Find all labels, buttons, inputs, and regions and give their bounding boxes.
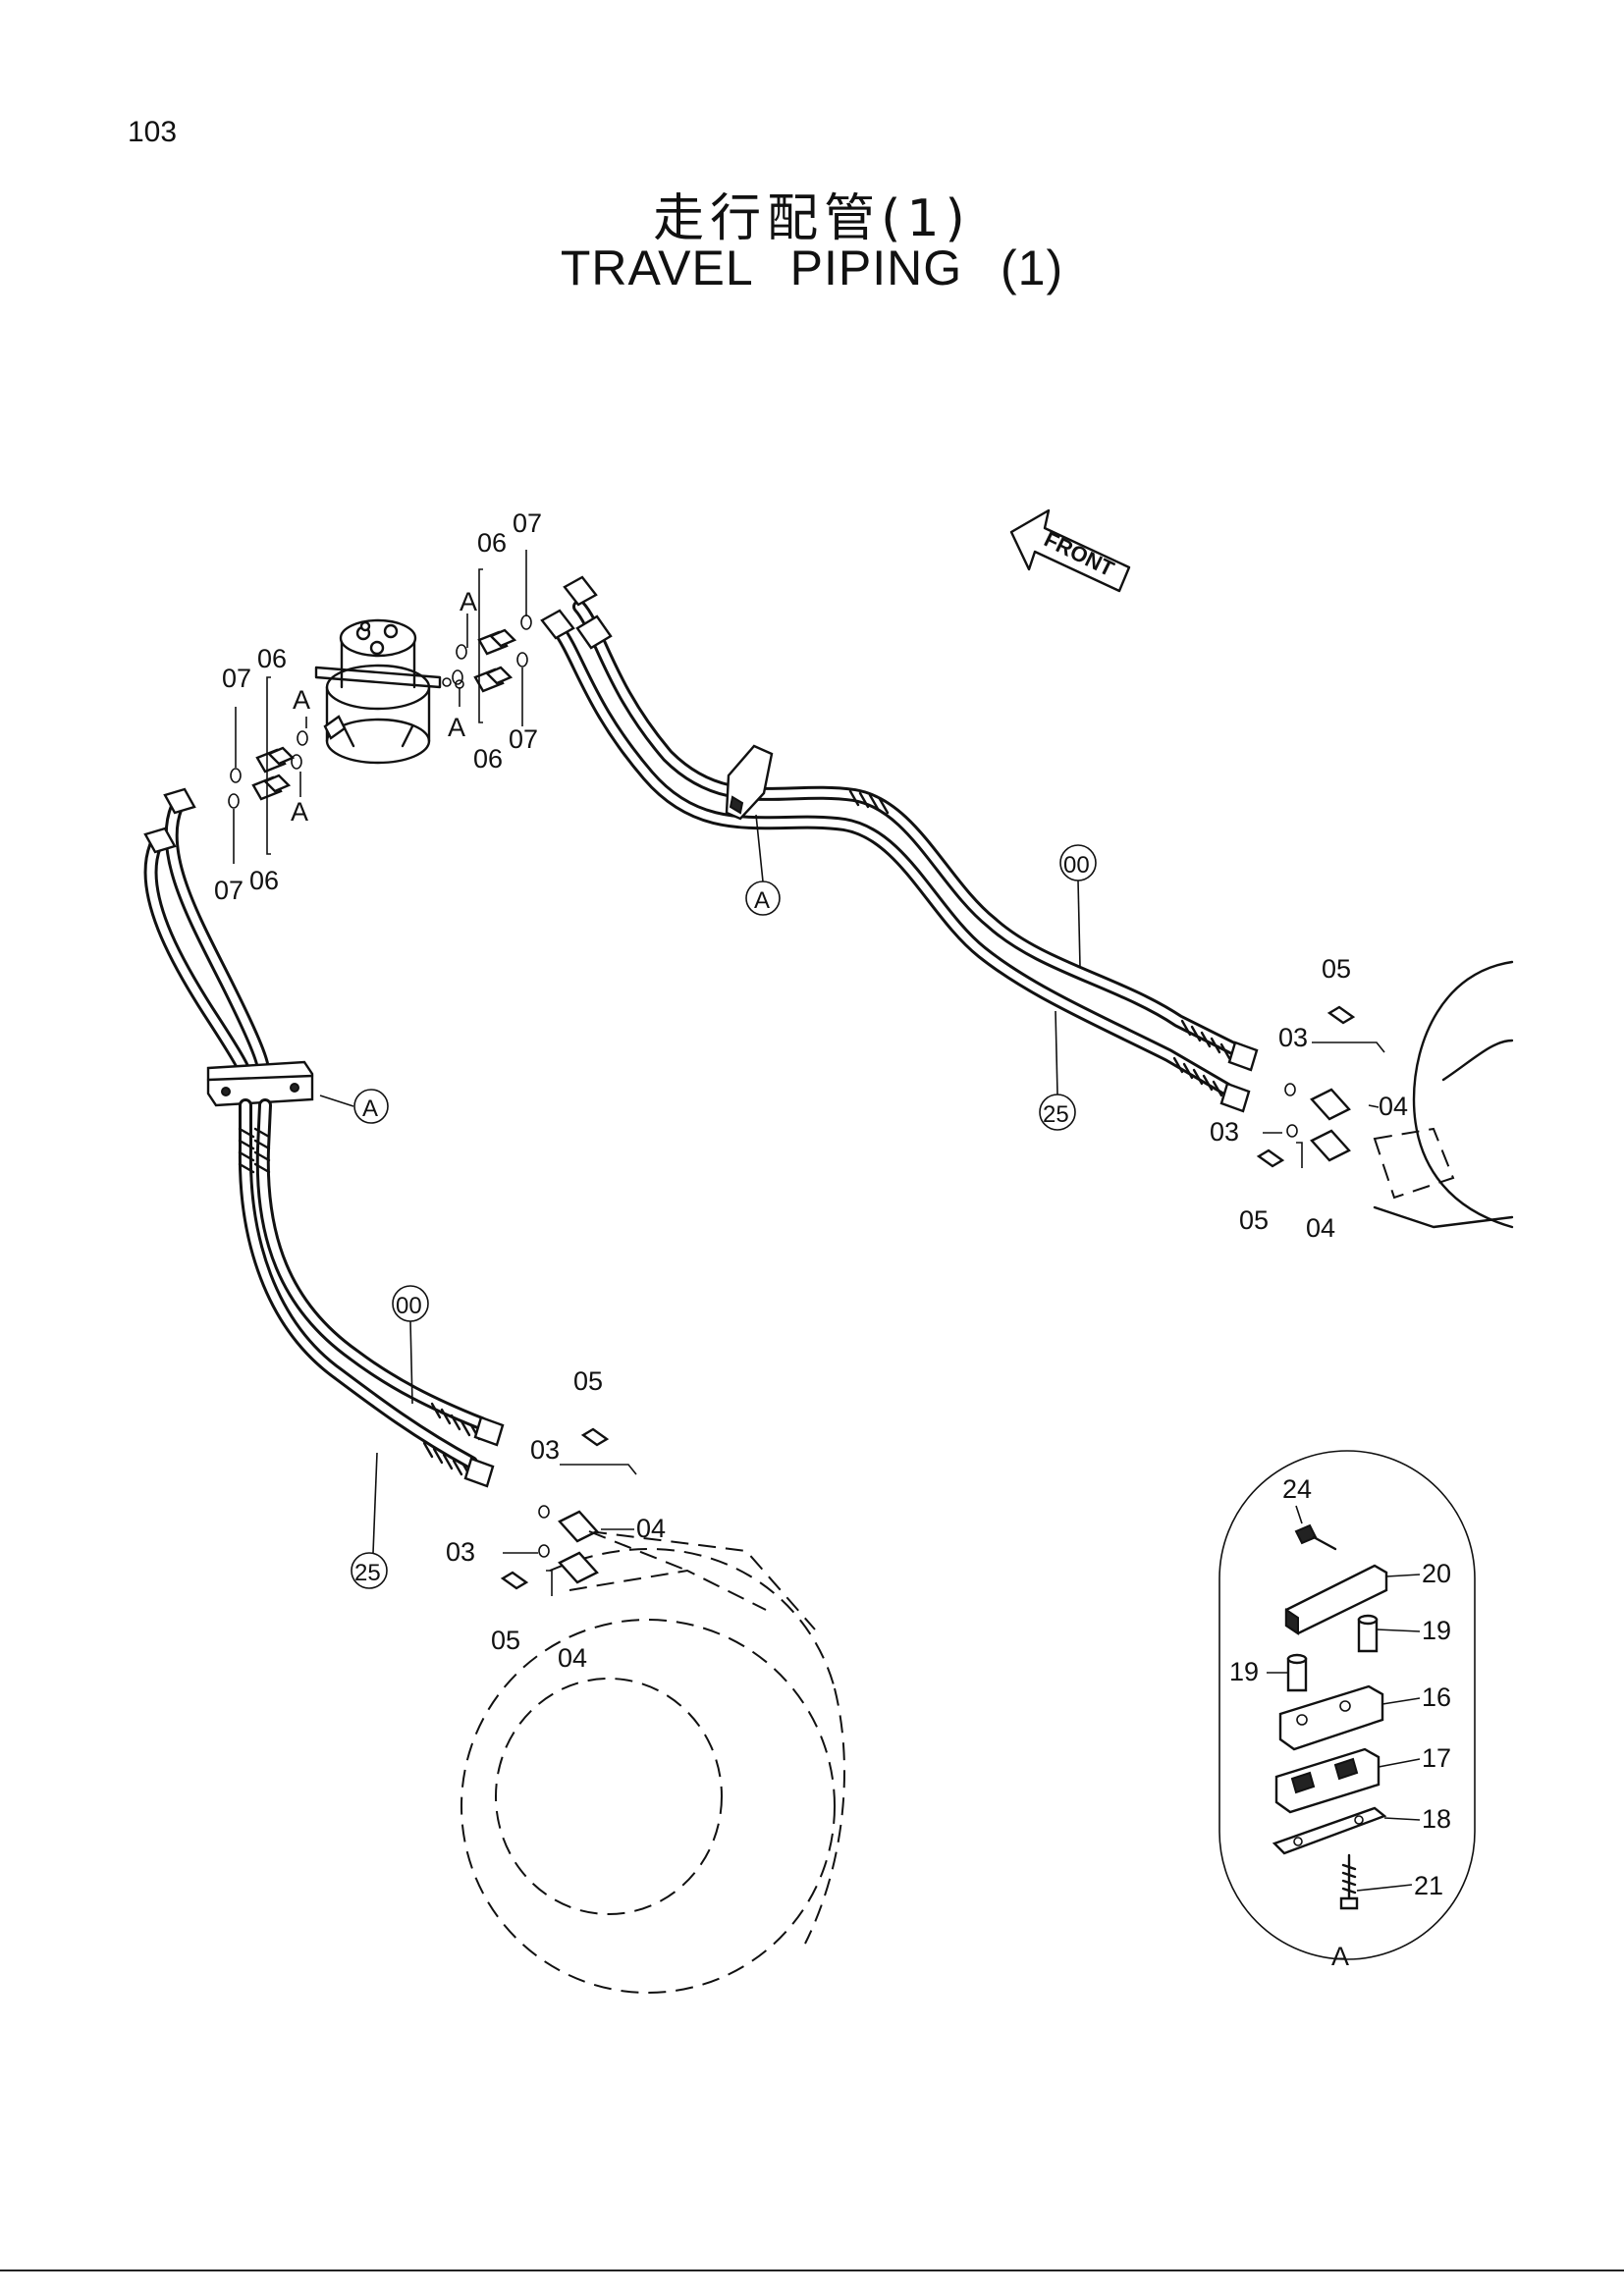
label-03-upper-top: 03 [1278, 1023, 1308, 1052]
label-07-top: 07 [513, 508, 542, 538]
travel-motor [460, 1530, 845, 1994]
label-03-upper-bottom: 03 [1210, 1117, 1239, 1147]
label-04-upper-right: 04 [1379, 1092, 1408, 1121]
label-05-upper-top: 05 [1322, 954, 1351, 984]
right-motor [1373, 960, 1514, 1229]
label-05-lower-bottom: 05 [491, 1626, 520, 1655]
callout-25-upper: 25 [1043, 1101, 1069, 1128]
upper-hoses [540, 575, 1259, 1113]
label-05-lower-top: 05 [573, 1366, 603, 1396]
label-07-left: 07 [222, 664, 251, 693]
label-19-right: 19 [1422, 1616, 1451, 1645]
label-a-left-top: A [293, 685, 310, 715]
label-07-bottom: 07 [214, 876, 244, 905]
label-a-detail: A [1331, 1942, 1349, 1971]
bottom-rule [0, 2269, 1624, 2271]
label-a-top: A [460, 587, 477, 616]
label-18: 18 [1422, 1804, 1451, 1834]
title-japanese: 走行配管(1) [653, 189, 971, 248]
label-20: 20 [1422, 1559, 1451, 1588]
callout-00-lower: 00 [396, 1293, 422, 1319]
label-21: 21 [1414, 1871, 1443, 1900]
detail-a-oval [1218, 1450, 1476, 1960]
label-06-top: 06 [477, 528, 507, 558]
label-a-right: A [448, 713, 465, 742]
center-joint [314, 618, 464, 765]
label-a-left-bottom: A [291, 797, 308, 827]
marker-a-upper: A [754, 887, 770, 914]
label-06-right: 06 [473, 744, 503, 774]
page-number: 103 [128, 116, 178, 148]
callout-00-upper: 00 [1063, 852, 1090, 879]
label-05-upper-bottom: 05 [1239, 1205, 1269, 1235]
callout-25-lower: 25 [354, 1560, 381, 1586]
title-english: TRAVEL PIPING (1) [560, 240, 1064, 295]
label-04-lower-bottom: 04 [558, 1643, 587, 1673]
joint-leaders [233, 550, 527, 864]
flange-upper [1256, 1005, 1385, 1168]
label-06-left: 06 [257, 644, 287, 673]
label-03-lower-bottom: 03 [446, 1537, 475, 1567]
front-arrow-icon: FRONT [1009, 508, 1131, 593]
label-16: 16 [1422, 1682, 1451, 1712]
marker-a-left: A [362, 1095, 378, 1122]
label-04-upper-bottom: 04 [1306, 1213, 1335, 1243]
label-07-right: 07 [509, 724, 538, 754]
left-hoses [143, 787, 505, 1488]
label-06-bottom: 06 [249, 866, 279, 895]
circled-callouts: A A 00 25 00 25 [319, 814, 1097, 1589]
fittings [228, 614, 532, 809]
label-24: 24 [1282, 1474, 1312, 1504]
label-04-lower-right: 04 [636, 1514, 666, 1543]
flange-lower [500, 1427, 688, 1596]
label-17: 17 [1422, 1743, 1451, 1773]
label-03-lower-top: 03 [530, 1435, 560, 1465]
callout-labels: 07 06 A A 06 07 07 06 A A 07 06 05 03 04… [214, 508, 1451, 1971]
label-19-left: 19 [1229, 1657, 1259, 1686]
